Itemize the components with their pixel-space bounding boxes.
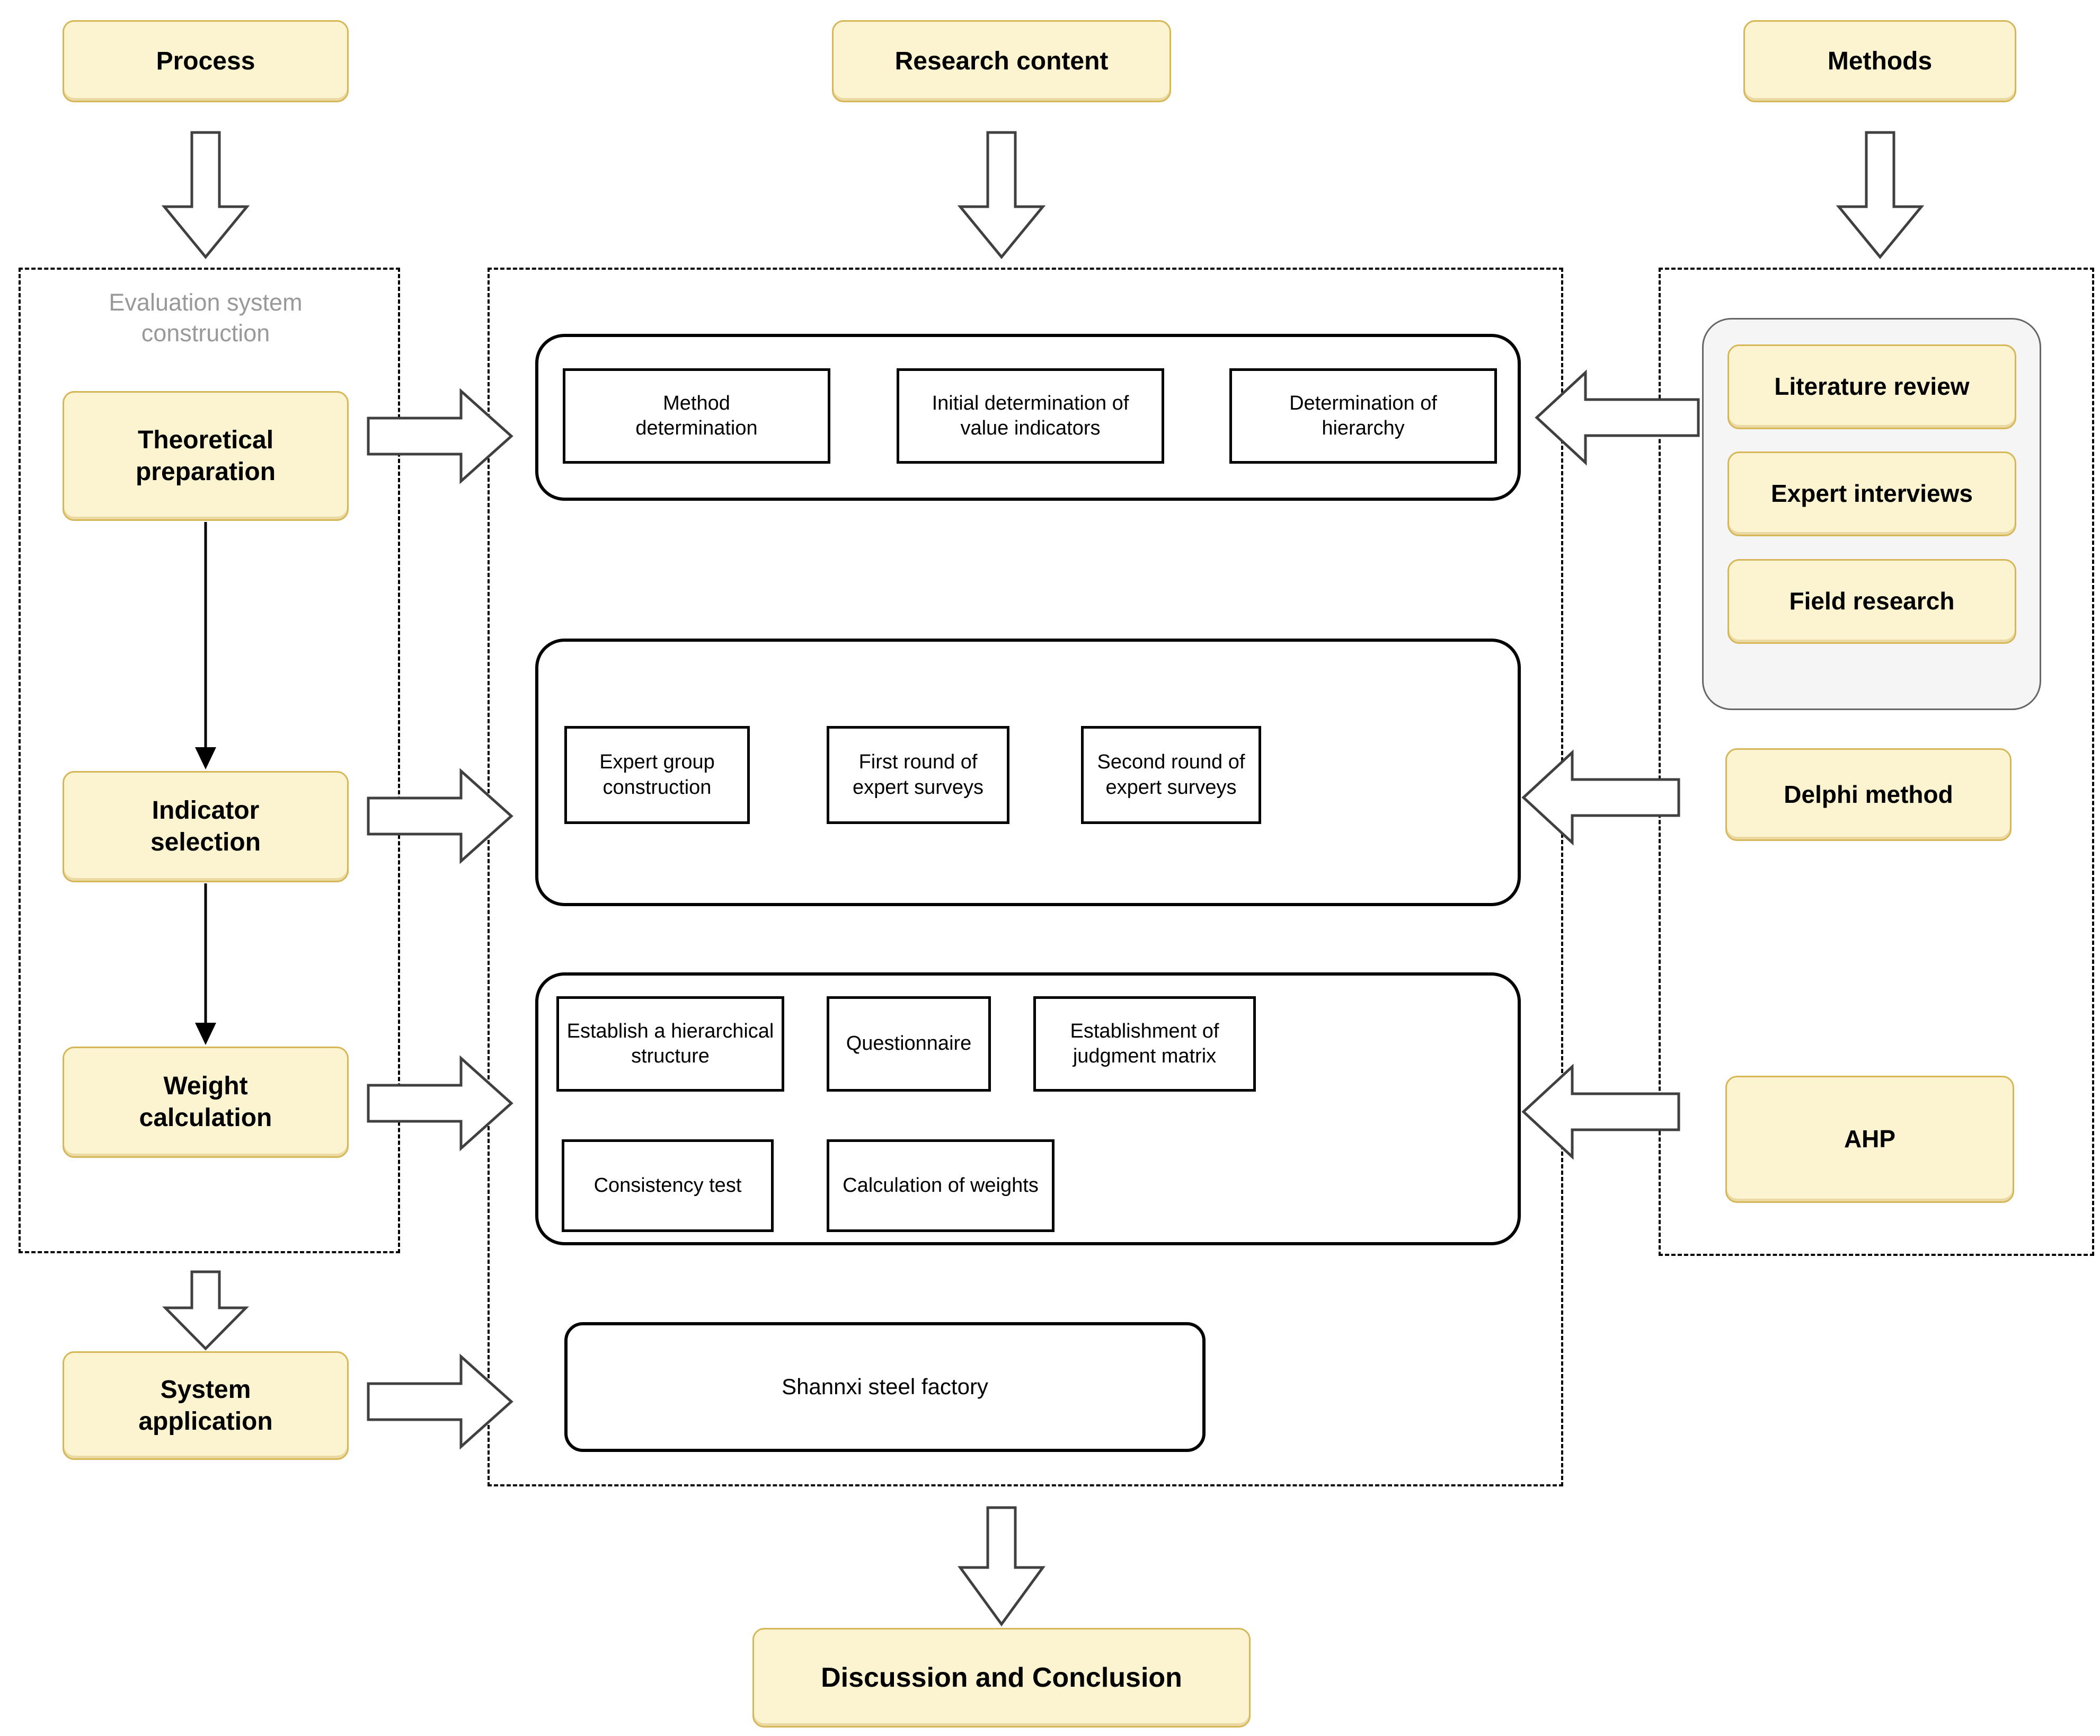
process-panel — [19, 268, 400, 1253]
indicator-selection-box: Indicator selection — [63, 771, 349, 882]
method-determination-box: Method determination — [563, 368, 830, 464]
methods-header: Methods — [1743, 20, 2016, 102]
calculation-weights-label: Calculation of weights — [843, 1174, 1039, 1197]
weight-calculation-box: Weight calculation — [63, 1047, 349, 1158]
literature-review-box: Literature review — [1727, 344, 2016, 429]
arrowhead-indicator-icon — [195, 747, 216, 769]
expert-group-box: Expert group construction — [564, 726, 750, 824]
arrow-down-methods-icon — [1836, 131, 1925, 259]
methods-panel — [1659, 268, 2094, 1256]
evaluation-system-caption-label: Evaluation system construction — [109, 288, 303, 347]
initial-determination-box: Initial determination of value indicator… — [897, 368, 1164, 464]
judgment-matrix-box: Establishment of judgment matrix — [1033, 996, 1256, 1092]
theoretical-preparation-box: Theoretical preparation — [63, 391, 349, 521]
second-round-box: Second round of expert surveys — [1081, 726, 1261, 824]
arrow-left-delphi-icon — [1521, 749, 1680, 846]
shannxi-steel-factory-box: Shannxi steel factory — [564, 1322, 1206, 1452]
literature-review-label: Literature review — [1774, 373, 1970, 401]
ahp-box: AHP — [1725, 1076, 2014, 1203]
indicator-selection-label: Indicator selection — [150, 796, 261, 856]
arrow-right-theoretical-icon — [367, 388, 513, 484]
expert-interviews-label: Expert interviews — [1771, 480, 1973, 508]
first-round-box: First round of expert surveys — [827, 726, 1009, 824]
arrow-down-process-icon — [161, 131, 250, 259]
arrow-down-conclusion-icon — [958, 1506, 1045, 1627]
method-determination-label: Method determination — [635, 392, 758, 440]
expert-group-label: Expert group construction — [599, 751, 715, 799]
arrow-left-ahp-icon — [1521, 1064, 1680, 1160]
arrow-down-system-application-icon — [162, 1270, 249, 1351]
delphi-method-box: Delphi method — [1725, 748, 2012, 841]
questionnaire-box: Questionnaire — [827, 996, 991, 1092]
second-round-label: Second round of expert surveys — [1097, 751, 1245, 799]
field-research-label: Field research — [1789, 587, 1955, 615]
system-application-box: System application — [63, 1351, 349, 1460]
field-research-box: Field research — [1727, 559, 2016, 644]
hierarchical-structure-label: Establish a hierarchical structure — [566, 1020, 774, 1068]
arrowhead-weight-icon — [195, 1023, 216, 1045]
initial-determination-label: Initial determination of value indicator… — [932, 392, 1129, 440]
determination-hierarchy-label: Determination of hierarchy — [1289, 392, 1437, 440]
delphi-method-label: Delphi method — [1784, 780, 1953, 808]
research-content-header: Research content — [832, 20, 1171, 102]
process-header: Process — [63, 20, 349, 102]
arrow-down-research-icon — [957, 131, 1046, 259]
arrow-right-indicator-icon — [367, 768, 513, 864]
determination-hierarchy-box: Determination of hierarchy — [1229, 368, 1497, 464]
consistency-test-box: Consistency test — [562, 1139, 774, 1232]
discussion-conclusion-label: Discussion and Conclusion — [821, 1662, 1182, 1693]
arrow-left-methods-group-icon — [1535, 369, 1700, 466]
questionnaire-label: Questionnaire — [846, 1032, 972, 1055]
judgment-matrix-label: Establishment of judgment matrix — [1070, 1020, 1219, 1068]
hierarchical-structure-box: Establish a hierarchical structure — [556, 996, 784, 1092]
content-panel — [488, 268, 1563, 1486]
arrow-right-weight-icon — [367, 1055, 513, 1152]
calculation-weights-box: Calculation of weights — [827, 1139, 1055, 1232]
shannxi-steel-factory-label: Shannxi steel factory — [782, 1374, 988, 1400]
consistency-test-label: Consistency test — [593, 1174, 742, 1197]
system-application-label: System application — [138, 1375, 273, 1436]
first-round-label: First round of expert surveys — [852, 751, 984, 799]
methods-header-label: Methods — [1827, 47, 1933, 75]
discussion-conclusion-box: Discussion and Conclusion — [752, 1628, 1251, 1728]
weight-calculation-label: Weight calculation — [139, 1072, 272, 1132]
expert-interviews-box: Expert interviews — [1727, 451, 2016, 536]
arrow-right-system-icon — [367, 1353, 513, 1450]
ahp-label: AHP — [1844, 1125, 1896, 1153]
evaluation-system-caption: Evaluation system construction — [63, 286, 349, 350]
process-header-label: Process — [156, 47, 255, 75]
theoretical-preparation-label: Theoretical preparation — [135, 426, 276, 486]
research-content-header-label: Research content — [894, 47, 1109, 75]
